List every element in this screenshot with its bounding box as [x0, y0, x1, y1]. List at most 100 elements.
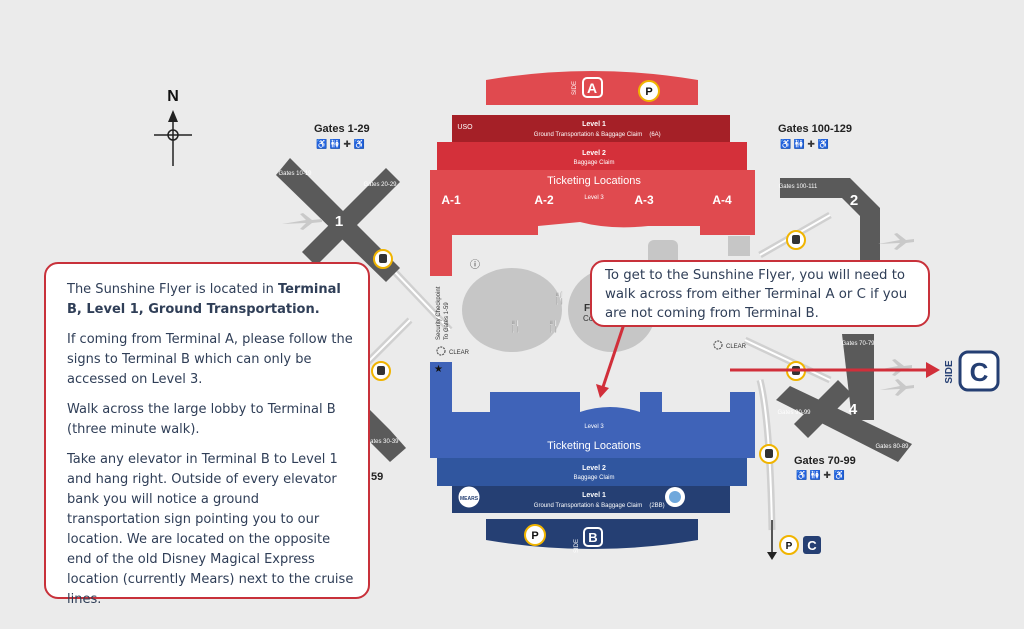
tram-station-icon	[786, 230, 806, 250]
restaurant-icon: 🍴	[552, 291, 567, 305]
terminal-b-level-3	[430, 362, 755, 458]
info-icon: ⓘ	[470, 259, 480, 271]
tram-station-icon	[371, 361, 391, 381]
gates-100-129-title: Gates 100-129	[778, 123, 852, 135]
terminal-a-level-1	[452, 115, 730, 142]
tram-station-icon	[759, 444, 779, 464]
walk-callout: To get to the Sunshine Flyer, you will n…	[590, 260, 930, 327]
gates-10-19-label: Gates 10-19	[278, 171, 312, 177]
side-a-letter-box	[582, 77, 603, 98]
side-c-small-box	[803, 536, 821, 554]
zone-a-2: A-2	[534, 193, 554, 207]
walk-callout-text: To get to the Sunshine Flyer, you will n…	[605, 268, 908, 321]
callout-paragraph-3: Walk across the large lobby to Terminal …	[67, 402, 336, 437]
tram-station-icon	[373, 249, 393, 269]
side-c-word: SIDE	[944, 360, 955, 384]
lobby-label-co: Co	[583, 314, 594, 323]
terminal-b-level-1-subtitle: Ground Transportation & Baggage Claim	[534, 503, 642, 509]
security-checkpoint-sublabel: To Gates 1-59	[444, 302, 450, 340]
terminal-a-level-2-title: Level 2	[582, 150, 606, 157]
side-a-word: SIDE	[572, 81, 578, 95]
route-arrow-to-terminal-b	[601, 323, 626, 388]
parking-a-label: P	[645, 86, 652, 98]
gates-100-129-amenities: ♿ 🚻 ✚ ♿	[780, 138, 829, 149]
gates-80-89-label: Gates 80-89	[875, 444, 909, 450]
airside-1	[276, 158, 400, 282]
airside-4	[776, 334, 912, 462]
gates-90-99-label: Gates 90-99	[777, 410, 811, 416]
gates-70-99-title: Gates 70-99	[794, 455, 856, 467]
compass-label: N	[167, 88, 179, 105]
side-b-letter: B	[588, 530, 597, 545]
airside-4-number: 4	[849, 401, 858, 418]
terminal-b-level-2-title: Level 2	[582, 465, 606, 472]
terminal-a-level-3-label: Level 3	[584, 195, 604, 201]
star-icon: ★	[434, 364, 443, 375]
airplane-icon	[876, 359, 912, 376]
terminal-a-level-3	[430, 170, 755, 276]
airplane-icon	[282, 213, 322, 230]
terminal-b-level-2-subtitle: Baggage Claim	[573, 475, 614, 481]
gates-70-99-amenities: ♿ 🚻 ✚ ♿	[796, 469, 845, 480]
parking-b-icon	[524, 524, 546, 546]
terminal-b-level-1-title: Level 1	[582, 492, 606, 499]
gates-30-39-label: Gates 30-39	[365, 439, 399, 445]
clear-logo-icon	[436, 346, 446, 356]
callout-paragraph-2: If coming from Terminal A, please follow…	[67, 332, 353, 387]
terminal-a-level-2	[437, 142, 747, 170]
terminal-a-level-1-code: (6A)	[649, 132, 660, 138]
terminal-a-level-2-subtitle: Baggage Claim	[573, 160, 614, 166]
terminal-b-level-3-label: Level 3	[584, 424, 604, 430]
airside-2-number: 2	[850, 192, 858, 209]
terminal-b-ticketing: Ticketing Locations	[547, 440, 641, 452]
callout-paragraph-1: The Sunshine Flyer is located in Termina…	[67, 280, 354, 320]
callout-p1-text: The Sunshine Flyer is located in	[67, 282, 278, 297]
zone-a-4: A-4	[712, 193, 732, 207]
mears-logo-icon	[457, 485, 481, 509]
airplane-icon	[880, 379, 914, 396]
restaurant-icon: 🍴	[546, 319, 561, 333]
terminal-b-level-1-code: (2BB)	[649, 503, 664, 509]
terminal-b-level-2	[437, 458, 747, 486]
side-c-letter-box	[958, 350, 1000, 392]
restaurant-icon: 🍴	[508, 319, 523, 333]
lobby-label-f: F	[584, 303, 590, 314]
callout-paragraph-4: Take any elevator in Terminal B to Level…	[67, 452, 354, 607]
mears-logo-text: MEARS	[460, 496, 479, 502]
route-arrow-head	[596, 384, 609, 398]
gates-1-29-title: Gates 1-29	[314, 123, 370, 135]
side-c-letter: C	[970, 357, 989, 387]
parking-b-label: P	[531, 530, 538, 542]
side-b-word: SIDE	[574, 539, 580, 553]
side-c-small-letter: C	[807, 538, 817, 553]
parking-c-label: P	[786, 541, 793, 552]
airplane-icon	[878, 233, 914, 250]
terminal-a-level-1-subtitle: Ground Transportation & Baggage Claim	[534, 132, 642, 138]
callout-p1-bold: Terminal B, Level 1, Ground Transportati…	[67, 282, 341, 317]
gates-70-79-label: Gates 70-79	[841, 341, 875, 347]
gates-1-29-amenities: ♿ 🚻 ✚ ♿	[316, 138, 365, 149]
security-checkpoint-label: Security Checkpoint	[436, 286, 442, 340]
route-arrow-head	[926, 362, 940, 378]
terminal-a-ticketing: Ticketing Locations	[547, 175, 641, 187]
clear-label-left: CLEAR	[449, 350, 470, 356]
airside-3	[366, 406, 406, 462]
zone-a-1: A-1	[441, 193, 461, 207]
uso-label: USO	[457, 124, 473, 131]
directions-callout: The Sunshine Flyer is located in Termina…	[44, 262, 370, 607]
clear-logo-icon	[713, 340, 723, 350]
gates-20-29-label: Gates 20-29	[363, 182, 397, 188]
gates-100-111-label: Gates 100-111	[779, 184, 818, 190]
sunshine-flyer-logo-inner	[669, 491, 681, 503]
exit-arrow-head	[767, 552, 777, 560]
side-b-letter-box	[583, 527, 603, 547]
parking-c-icon	[779, 535, 799, 555]
compass-icon	[154, 110, 192, 166]
side-a-letter: A	[587, 80, 597, 96]
airside-3-title-partial: 59	[371, 471, 383, 483]
clear-label-right: CLEAR	[726, 344, 747, 350]
terminal-a-level-1-title: Level 1	[582, 121, 606, 128]
zone-a-3: A-3	[634, 193, 654, 207]
